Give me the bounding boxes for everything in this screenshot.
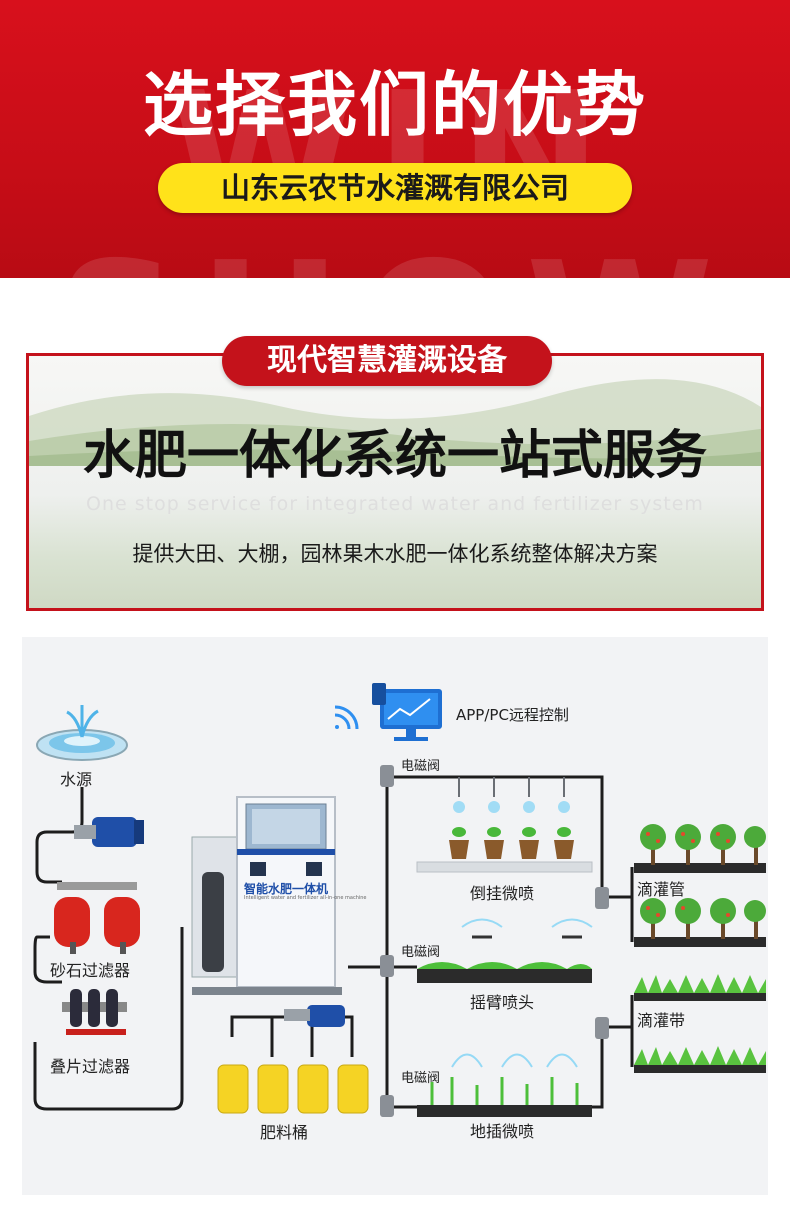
hills-background bbox=[29, 379, 761, 466]
fertilizer-tank-label: 肥料桶 bbox=[260, 1123, 309, 1142]
drip-tape-label: 滴灌带 bbox=[637, 1011, 686, 1030]
fertigation-machine-icon bbox=[191, 796, 342, 995]
hanging-spray-zone bbox=[416, 777, 593, 873]
ground-spray-zone bbox=[417, 1053, 592, 1117]
water-source-icon bbox=[36, 705, 128, 761]
valves bbox=[380, 765, 609, 1117]
card-tag-pill: 现代智慧灌溉设备 bbox=[222, 336, 552, 386]
sand-filter-label: 砂石过滤器 bbox=[50, 961, 131, 980]
pump-icon bbox=[74, 817, 144, 847]
banner-title: 选择我们的优势 bbox=[143, 64, 647, 146]
machine-label: 智能水肥一体机 bbox=[244, 882, 329, 896]
drip-pipe-zone bbox=[634, 824, 766, 947]
fertilizer-tanks-icon bbox=[217, 1064, 369, 1114]
wifi-icon bbox=[334, 705, 359, 730]
machine-sublabel: Intelligent water and fertilizer all-in-… bbox=[244, 895, 367, 901]
disc-filter-icon bbox=[62, 989, 127, 1035]
water-source-label: 水源 bbox=[60, 770, 93, 789]
drip-tape-zone bbox=[634, 974, 766, 1073]
ground-spray-label: 地插微喷 bbox=[470, 1122, 535, 1141]
irrigation-diagram: 水源 砂石过滤器 叠片过滤器 智能水肥一体机 Intelligent water… bbox=[22, 637, 768, 1195]
card-subtitle: 提供大田、大棚，园林果木水肥一体化系统整体解决方案 bbox=[132, 542, 658, 566]
company-name-pill: 山东云农节水灌溉有限公司 bbox=[158, 163, 632, 213]
remote-control-label: APP/PC远程控制 bbox=[456, 706, 569, 724]
card-english-subtitle: One stop service for integrated water an… bbox=[86, 493, 704, 515]
hanging-spray-label: 倒挂微喷 bbox=[470, 884, 535, 903]
disc-filter-label: 叠片过滤器 bbox=[50, 1057, 131, 1076]
sand-filter-icon bbox=[54, 882, 140, 954]
top-banner: WIN SHOW 选择我们的优势 山东云农节水灌溉有限公司 bbox=[0, 0, 790, 278]
rocker-sprinkler-zone bbox=[417, 918, 593, 983]
valve-label-3: 电磁阀 bbox=[401, 1071, 441, 1086]
card-headline: 水肥一体化系统一站式服务 bbox=[82, 426, 707, 486]
computer-icon bbox=[372, 683, 442, 741]
valve-label-2: 电磁阀 bbox=[401, 945, 441, 960]
service-card: 水肥一体化系统一站式服务 One stop service for integr… bbox=[26, 353, 764, 611]
valve-label-1: 电磁阀 bbox=[401, 759, 441, 774]
diagram-drawing bbox=[33, 683, 766, 1117]
rocker-sprinkler-label: 摇臂喷头 bbox=[470, 993, 535, 1012]
drip-pipe-label: 滴灌管 bbox=[637, 880, 686, 899]
tank-pump-icon bbox=[284, 1005, 345, 1027]
